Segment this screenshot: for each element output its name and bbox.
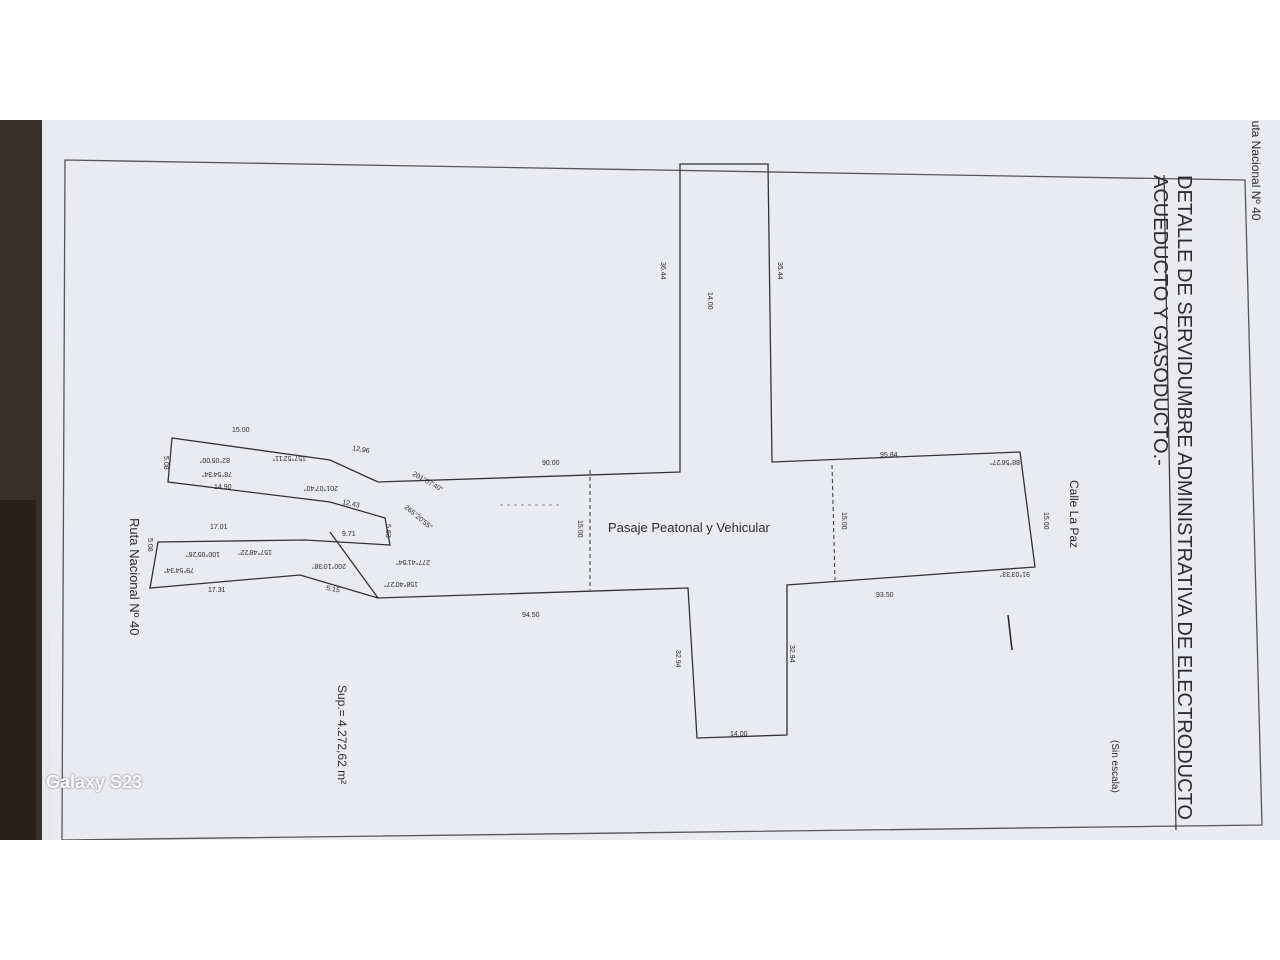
- street-width-group: 15.00: [1042, 512, 1049, 530]
- background-edge-lower: [0, 500, 36, 840]
- angle-l: 79°54'34": [164, 566, 194, 574]
- scale-note: (Sin escala): [1109, 740, 1120, 793]
- passage-width-right: [831, 464, 836, 581]
- easement-outline: [329, 163, 1036, 739]
- dim-bottom-arm-width: 14.00: [730, 731, 748, 738]
- dim-top-arm-width: 14.00: [706, 292, 713, 310]
- top-road-group: Ruta Nacional Nº 40: [1249, 120, 1263, 221]
- title-underline: [1163, 174, 1177, 831]
- dim-passage-width-right: 15.00: [840, 512, 847, 530]
- angle-f: 201°07'40": [304, 484, 338, 492]
- angle-h: 78°54'34": [202, 470, 232, 478]
- document-photo: DETALLE DE SERVIDUMBRE ADMINISTRATIVA DE…: [0, 120, 1280, 840]
- dim-bottom-arm-right: 32.94: [788, 645, 795, 663]
- seg-17-31: 17.31: [208, 587, 226, 594]
- title-line2: ACUEDUCTO Y GASODUCTO.-: [1149, 175, 1171, 466]
- title-line1: DETALLE DE SERVIDUMBRE ADMINISTRATIVA DE…: [1173, 175, 1195, 820]
- seg-12-96: 12.96: [352, 445, 371, 455]
- seg-17-01: 17.01: [210, 524, 228, 531]
- bottom-road-group: Ruta Nacional Nº 40: [127, 518, 142, 635]
- dim-lower-left-edge: 94.50: [522, 612, 540, 619]
- street-group: Calle La Paz: [1067, 480, 1081, 548]
- street-width: 15.00: [1042, 512, 1049, 530]
- seg-5-08b: 5.08: [146, 538, 153, 552]
- dim-top-arm-right: 35.44: [776, 262, 783, 280]
- angle-j: 200°10'38": [312, 562, 346, 570]
- scale-group: (Sin escala): [1109, 740, 1120, 793]
- street-label: Calle La Paz: [1067, 480, 1081, 548]
- seg-5-15: 5.15: [326, 585, 341, 594]
- seg-5-08a: 5.08: [162, 456, 169, 470]
- left-arm-outline: [149, 437, 391, 599]
- dim-upper-right-edge: 95.84: [880, 452, 898, 459]
- plan-title: DETALLE DE SERVIDUMBRE ADMINISTRATIVA DE…: [1149, 175, 1195, 820]
- seg-12-43: 12.43: [342, 499, 361, 510]
- dim-bottom-arm-left: 32.94: [674, 650, 681, 668]
- angle-e: 157°52'11": [272, 454, 306, 462]
- dim-upper-left-edge: 90.00: [542, 460, 560, 467]
- angle-g: 82°05'00": [200, 456, 230, 464]
- bottom-road-label: Ruta Nacional Nº 40: [127, 518, 142, 635]
- angle-c: 277°41'54": [396, 558, 430, 566]
- angle-k: 100°05'26": [186, 550, 220, 558]
- surface-group: Sup.= 4.272,62 m²: [335, 685, 349, 784]
- seg-5-63: 5.63: [384, 524, 391, 538]
- dim-top-arm-left: 36.44: [659, 262, 666, 280]
- top-road-label: Ruta Nacional Nº 40: [1249, 120, 1263, 221]
- dim-passage-width-left: 15.00: [576, 520, 583, 538]
- surface-label: Sup.= 4.272,62 m²: [335, 685, 349, 784]
- plan-frame: [61, 159, 1263, 840]
- north-tick: [1007, 614, 1013, 651]
- seg-15-00: 15.00: [232, 427, 250, 434]
- seg-14-90: 14.90: [214, 484, 232, 491]
- angle-i: 157°48'22": [238, 548, 272, 556]
- paper-sheet: [42, 120, 1280, 840]
- angle-lower-right: 91°03'33": [1000, 570, 1030, 578]
- passage-label: Pasaje Peatonal y Vehicular: [608, 520, 771, 535]
- dim-lower-right-edge: 93.50: [876, 592, 894, 599]
- survey-plan: DETALLE DE SERVIDUMBRE ADMINISTRATIVA DE…: [42, 120, 1280, 840]
- seg-9-71: 9.71: [342, 531, 356, 538]
- angle-d: 158°40'27": [384, 580, 418, 588]
- camera-watermark: Galaxy S23: [46, 772, 143, 792]
- angle-upper-right: 88°56'27": [990, 458, 1020, 466]
